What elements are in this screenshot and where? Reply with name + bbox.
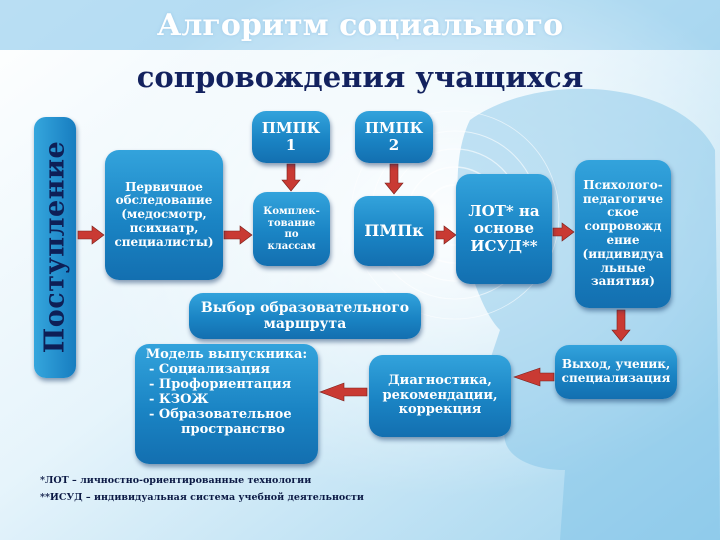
- graduate-model-item: - Социализация: [149, 361, 270, 377]
- arrow-diagnostics-to-model: [319, 382, 368, 402]
- arrow-exit-to-diagnostics: [513, 367, 555, 387]
- arrow-admission-to-exam: [77, 225, 105, 245]
- psych-support-box: Психолого- педагогиче ское сопровожд ени…: [575, 160, 671, 308]
- staffing-box: Комплек- тование по классам: [253, 192, 330, 266]
- pmpk-box: ПМПк: [354, 196, 434, 266]
- graduate-model-item: - Образовательное: [149, 406, 292, 422]
- graduate-model-heading: Модель выпускника:: [145, 347, 308, 362]
- arrow-lot-to-psych: [552, 222, 575, 242]
- diagnostics-box: Диагностика, рекомендации, коррекция: [369, 355, 511, 437]
- footnote-lot: *ЛОТ – личностно-ориентированные техноло…: [40, 475, 312, 486]
- graduate-model-item: пространство: [181, 421, 285, 437]
- pmpk1-box: ПМПК 1: [252, 111, 330, 163]
- exit-box: Выход, ученик, специализация: [555, 345, 677, 399]
- arrow-pmpk2-down: [384, 163, 404, 195]
- graduate-model-box: Модель выпускника: - Социализация - Проф…: [135, 344, 318, 464]
- arrow-pmpk-to-lot: [435, 225, 457, 245]
- admission-vertical-box: Поступление: [34, 117, 76, 378]
- graduate-model-item: - Профориентация: [149, 376, 292, 392]
- arrow-pmpk1-down: [281, 163, 301, 192]
- primary-exam-box: Первичное обследование (медосмотр, психи…: [105, 150, 223, 280]
- title-line-1: Алгоритм социального: [156, 8, 564, 43]
- graduate-model-item: - КЗОЖ: [149, 391, 209, 407]
- footnote-isud: **ИСУД – индивидуальная система учебной …: [40, 492, 364, 503]
- lot-box: ЛОТ* на основе ИСУД**: [456, 174, 552, 284]
- arrow-psych-down: [611, 309, 631, 342]
- pmpk2-box: ПМПК 2: [355, 111, 433, 163]
- route-choice-box: Выбор образовательного маршрута: [189, 293, 421, 339]
- arrow-exam-to-staffing: [223, 225, 253, 245]
- title-line-2: сопровождения учащихся: [136, 60, 584, 94]
